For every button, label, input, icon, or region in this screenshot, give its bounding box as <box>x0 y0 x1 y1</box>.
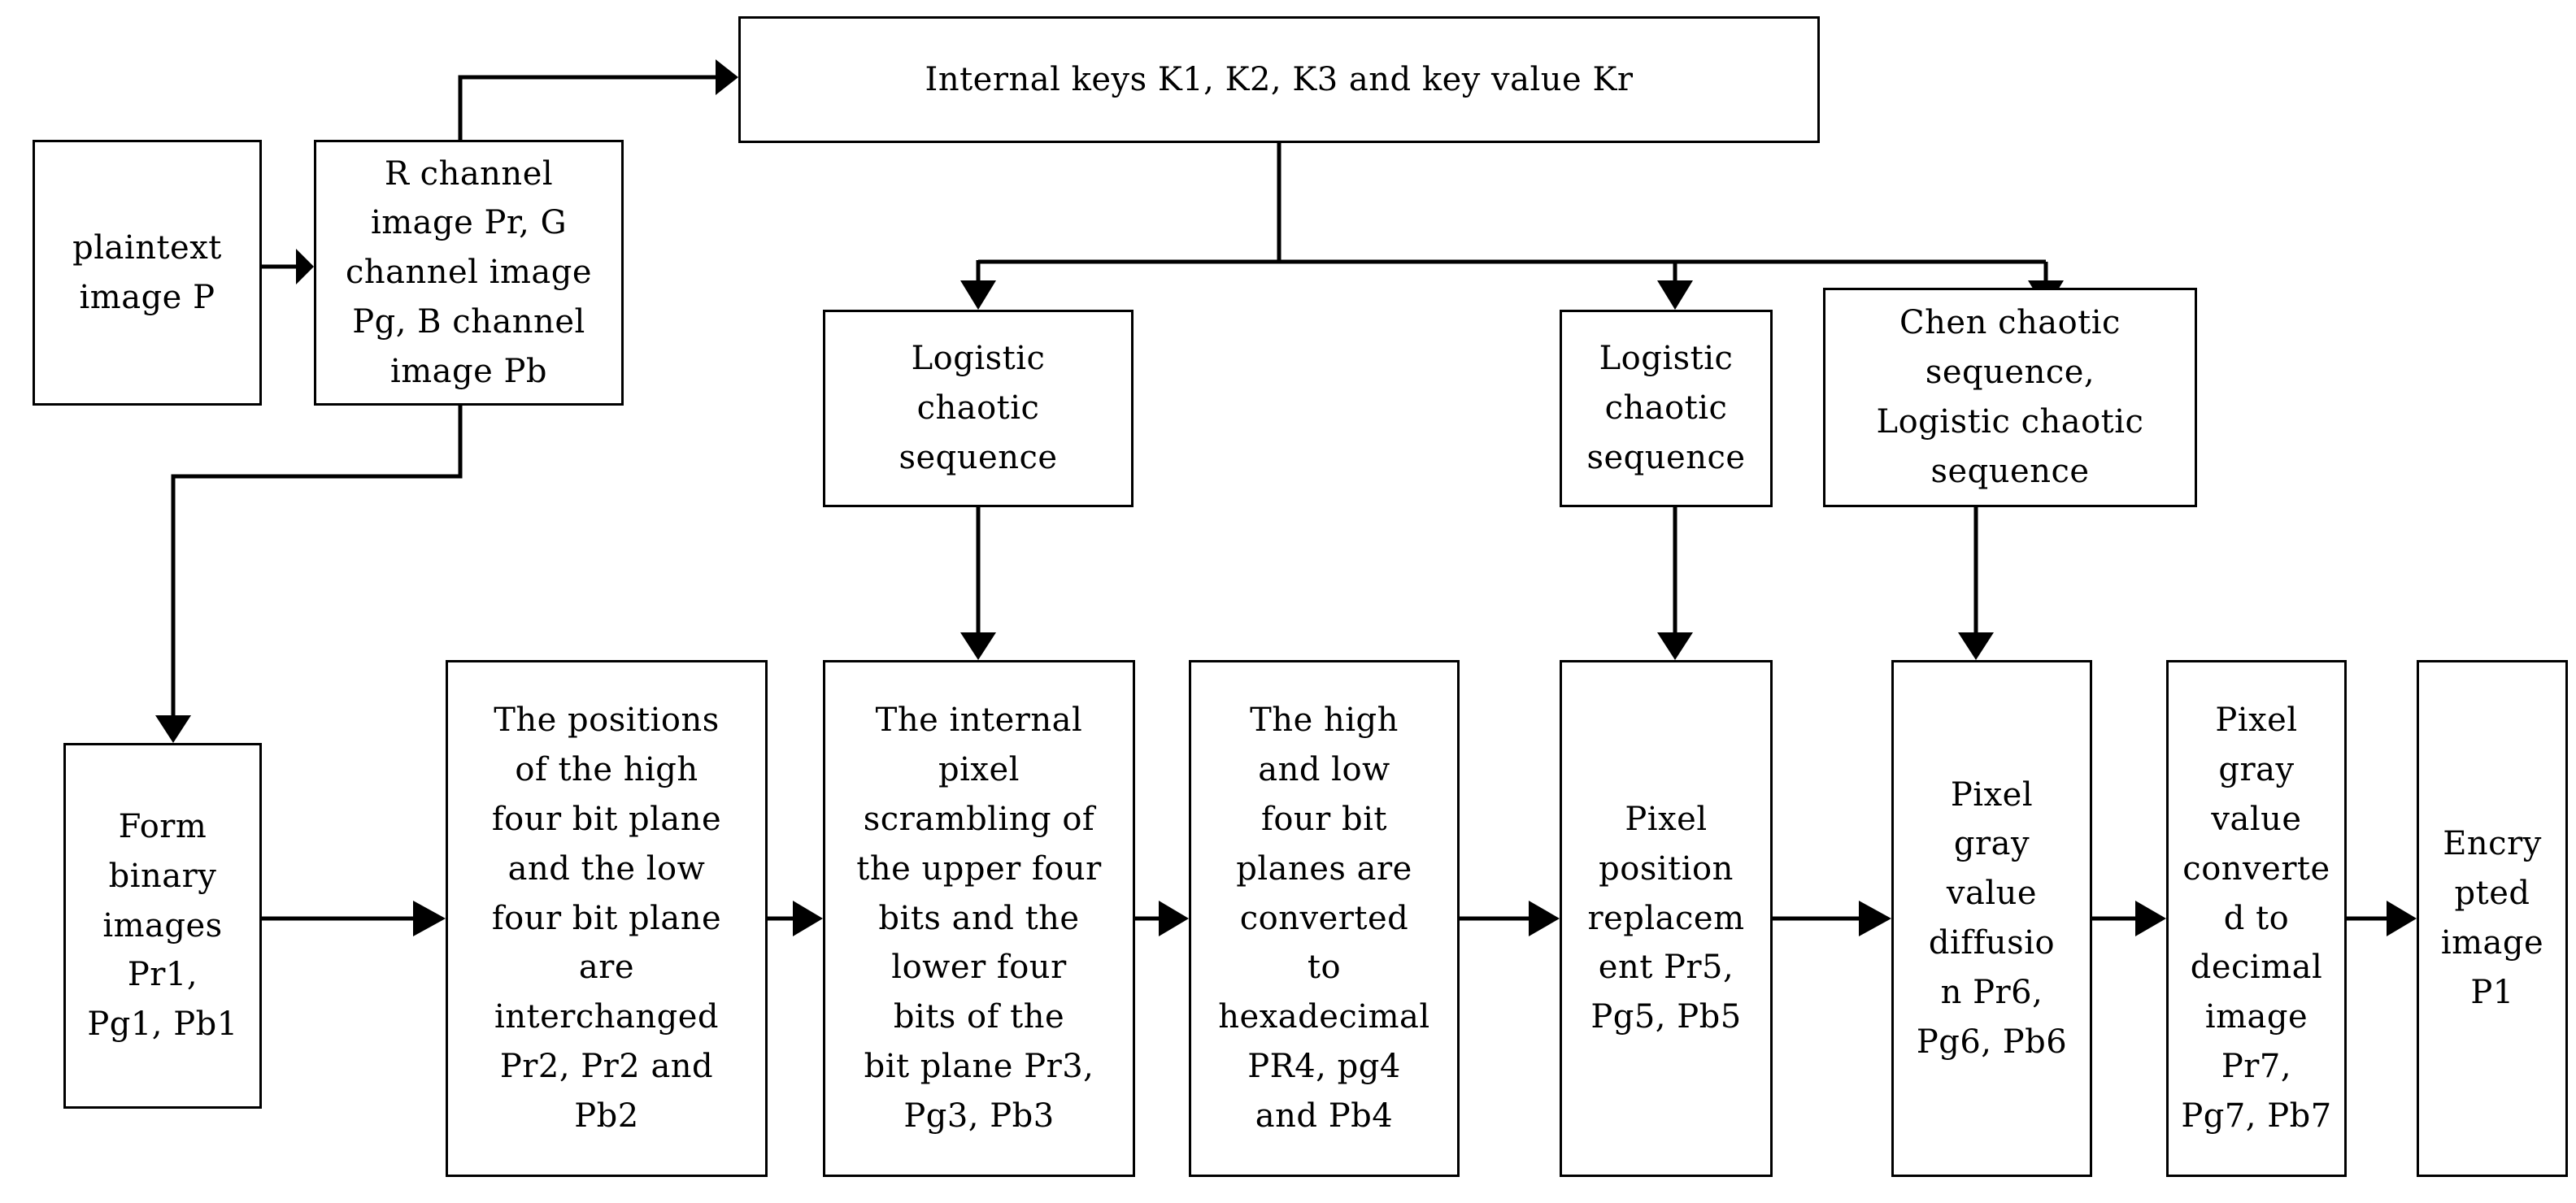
node-step1-form-binary-images[interactable]: Form binary images Pr1, Pg1, Pb1 <box>63 743 262 1109</box>
node-logistic-chaotic-sequence-a-label: Logistic chaotic sequence <box>899 340 1058 476</box>
connector-plaintext-to-channels <box>262 249 314 284</box>
node-channel-images-label: R channel image Pr, G channel image Pg, … <box>345 154 593 390</box>
node-step3-internal-pixel-scrambling[interactable]: The internal pixel scrambling of the upp… <box>823 660 1135 1177</box>
node-logistic-chaotic-sequence-b[interactable]: Logistic chaotic sequence <box>1560 310 1773 507</box>
connector-step2-to-step3 <box>768 901 823 936</box>
node-step1-label: Form binary images Pr1, Pg1, Pb1 <box>87 808 238 1044</box>
node-output-encrypted-image[interactable]: Encry pted image P1 <box>2417 660 2568 1177</box>
node-step7-label: Pixel gray value converte d to decimal i… <box>2181 701 2332 1135</box>
node-step3-label: The internal pixel scrambling of the upp… <box>856 701 1102 1135</box>
connector-channels-to-step1 <box>155 406 463 743</box>
node-step6-label: Pixel gray value diffusio n Pr6, Pg6, Pb… <box>1916 775 2068 1061</box>
connector-step1-to-step2 <box>262 901 446 936</box>
node-chen-chaotic-sequence[interactable]: Chen chaotic sequence, Logistic chaotic … <box>1823 288 2197 507</box>
node-plaintext-image-label: plaintext image P <box>72 228 222 316</box>
node-step4-label: The high and low four bit planes are con… <box>1218 701 1430 1135</box>
connector-step3-to-step4 <box>1135 901 1189 936</box>
node-internal-keys[interactable]: Internal keys K1, K2, K3 and key value K… <box>738 16 1820 143</box>
node-step5-label: Pixel position replacem ent Pr5, Pg5, Pb… <box>1587 801 1745 1036</box>
connector-step5-to-step6 <box>1773 901 1891 936</box>
connector-keys-to-logistic-a <box>960 262 996 310</box>
connector-logistic-b-to-step5 <box>1657 507 1693 660</box>
node-output-encrypted-image-label: Encry pted image P1 <box>2440 825 2544 1011</box>
connector-step6-to-step7 <box>2092 901 2166 936</box>
connector-channels-to-keys <box>458 59 738 140</box>
node-internal-keys-label: Internal keys K1, K2, K3 and key value K… <box>925 60 1634 98</box>
node-chen-chaotic-sequence-label: Chen chaotic sequence, Logistic chaotic … <box>1876 304 2144 490</box>
node-logistic-chaotic-sequence-b-label: Logistic chaotic sequence <box>1586 340 1746 476</box>
connector-step4-to-step5 <box>1460 901 1560 936</box>
node-step2-bitplane-interchange[interactable]: The positions of the high four bit plane… <box>446 660 768 1177</box>
node-step6-gray-value-diffusion[interactable]: Pixel gray value diffusio n Pr6, Pg6, Pb… <box>1891 660 2092 1177</box>
connector-step7-to-output <box>2347 901 2417 936</box>
connector-chen-to-step6 <box>1958 507 1994 660</box>
connector-keys-bus <box>976 143 2046 273</box>
node-step2-label: The positions of the high four bit plane… <box>491 701 722 1135</box>
node-logistic-chaotic-sequence-a[interactable]: Logistic chaotic sequence <box>823 310 1134 507</box>
node-channel-images[interactable]: R channel image Pr, G channel image Pg, … <box>314 140 624 406</box>
node-plaintext-image[interactable]: plaintext image P <box>33 140 262 406</box>
node-step7-decimal-conversion[interactable]: Pixel gray value converte d to decimal i… <box>2166 660 2347 1177</box>
connector-logistic-a-to-step3 <box>960 507 996 660</box>
node-step5-pixel-position-replacement[interactable]: Pixel position replacem ent Pr5, Pg5, Pb… <box>1560 660 1773 1177</box>
connector-keys-to-logistic-b <box>1657 262 1693 310</box>
node-step4-hexadecimal-conversion[interactable]: The high and low four bit planes are con… <box>1189 660 1460 1177</box>
